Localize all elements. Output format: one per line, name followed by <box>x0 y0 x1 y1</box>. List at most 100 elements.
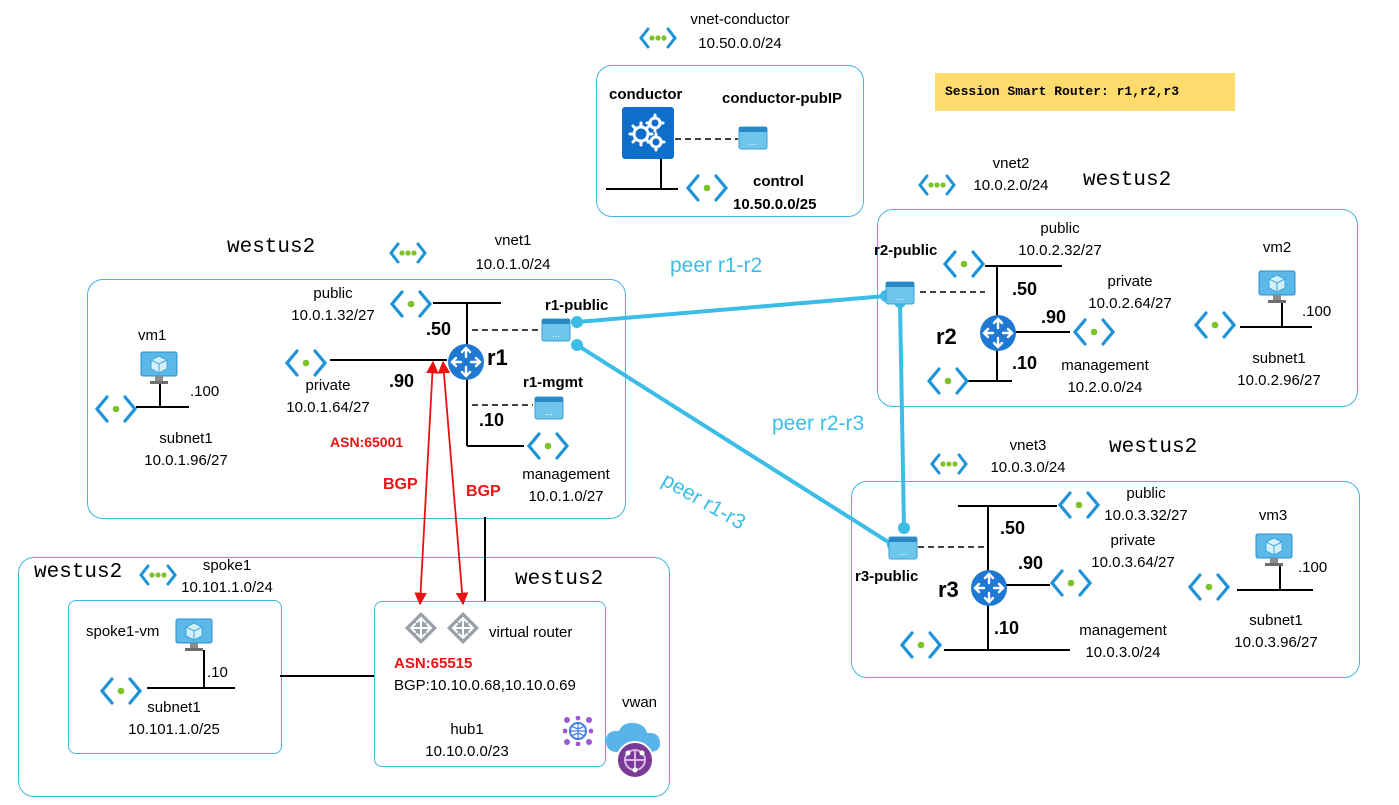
subnet-icon <box>685 173 729 208</box>
spoke1-vm-icon <box>175 618 213 657</box>
r2-mgmt-ip: .10 <box>1012 353 1038 373</box>
vm1-icon <box>140 351 178 390</box>
r3-public-cidr: 10.0.3.32/27 <box>1104 507 1188 524</box>
control-subnet-name: control <box>753 173 804 190</box>
r1-mgmt-cidr: 10.0.1.0/27 <box>528 488 604 505</box>
spoke1-frame <box>68 600 282 754</box>
conductor-vnet-cidr: 10.50.0.0/24 <box>698 35 782 52</box>
virtual-router-label: virtual router <box>489 624 573 641</box>
vnet-icon <box>639 26 677 55</box>
region3-title: westus2 <box>1109 436 1198 459</box>
spoke-subnet1-cidr: 10.101.1.0/25 <box>128 721 220 738</box>
r3-private-ip: .90 <box>1018 553 1044 573</box>
vnet3-cidr: 10.0.3.0/24 <box>990 459 1066 476</box>
vnet-icon <box>389 241 427 270</box>
vm3-label: vm3 <box>1258 507 1288 524</box>
vnet1-name: vnet1 <box>494 232 532 249</box>
conductor-vnet-name: vnet-conductor <box>690 11 790 28</box>
nic-icon: ... <box>738 126 768 155</box>
peer-dot <box>571 316 583 328</box>
hub-region-title: westus2 <box>515 568 604 591</box>
r1-public-ip: .50 <box>426 319 452 339</box>
subnet-icon <box>94 394 138 429</box>
session-smart-router-banner: Session Smart Router: r1,r2,r3 <box>935 73 1235 111</box>
subnet-icon <box>1193 310 1237 345</box>
r2-private-name: private <box>1107 273 1153 290</box>
virtual-router-icon <box>404 611 438 650</box>
peer-r1-r3-line <box>575 343 895 547</box>
spoke-region-title: westus2 <box>34 561 123 584</box>
peer-r2-r3-label: peer r2-r3 <box>772 412 865 435</box>
hub-asn: ASN:65515 <box>394 655 473 672</box>
r3-mgmt-cidr: 10.0.3.0/24 <box>1085 644 1161 661</box>
r2-public-ip: .50 <box>1012 279 1038 299</box>
spoke1-vm-ip: .10 <box>207 664 228 681</box>
r1-mgmt-nic-label: r1-mgmt <box>523 374 584 391</box>
peer-r1-r2-line <box>576 294 887 324</box>
r1-router-label: r1 <box>487 345 508 370</box>
r1-public-name: public <box>313 285 353 302</box>
r2-public-nic-label: r2-public <box>874 242 938 259</box>
bgp-arrow-left <box>414 360 439 606</box>
region2-title: westus2 <box>1083 169 1172 192</box>
subnet-icon <box>926 366 970 401</box>
svg-text:...: ... <box>552 329 560 339</box>
conductor-vm-label: conductor <box>609 86 683 103</box>
subnet-icon <box>899 630 943 665</box>
svg-text:...: ... <box>749 137 757 147</box>
r1-router-icon <box>447 343 485 386</box>
r2-router-label: r2 <box>936 324 957 349</box>
vnet3-name: vnet3 <box>1009 437 1047 454</box>
bgp-label-left: BGP <box>383 476 418 493</box>
peer-r2-r3-line <box>898 301 906 529</box>
r3-public-name: public <box>1126 485 1166 502</box>
r2-mgmt-name: management <box>1061 357 1149 374</box>
hub-bgp-peers: BGP:10.10.0.68,10.10.0.69 <box>394 677 576 694</box>
nic-icon: ... <box>888 536 918 565</box>
subnet-icon <box>942 249 986 284</box>
r1-private-name: private <box>305 377 351 394</box>
r3-public-nic-label: r3-public <box>855 568 919 585</box>
subnet-icon <box>526 431 570 466</box>
vnet3-frame <box>851 481 1360 678</box>
r3-subnet1-name: subnet1 <box>1249 612 1303 629</box>
vm1-label: vm1 <box>138 327 167 344</box>
r3-mgmt-name: management <box>1079 622 1167 639</box>
r3-router-label: r3 <box>938 577 959 602</box>
vm2-label: vm2 <box>1262 239 1292 256</box>
r2-router-icon <box>979 314 1017 357</box>
nic-icon: ... <box>885 281 915 310</box>
vwan-label: vwan <box>622 694 658 711</box>
vnet2-cidr: 10.0.2.0/24 <box>973 177 1049 194</box>
hub1-name: hub1 <box>450 721 484 738</box>
r1-mgmt-name: management <box>522 466 610 483</box>
control-subnet-cidr: 10.50.0.0/25 <box>733 196 817 213</box>
r1-subnet1-cidr: 10.0.1.96/27 <box>144 452 228 469</box>
region1-title: westus2 <box>227 236 316 259</box>
vm2-ip: .100 <box>1302 303 1332 320</box>
spoke-subnet1-name: subnet1 <box>147 699 201 716</box>
subnet-icon <box>1187 572 1231 607</box>
r1-mgmt-ip: .10 <box>479 410 505 430</box>
vnet-icon <box>918 173 956 202</box>
r1-public-cidr: 10.0.1.32/27 <box>291 307 375 324</box>
vm3-ip: .100 <box>1298 559 1328 576</box>
svg-text:...: ... <box>545 407 553 417</box>
r2-subnet1-name: subnet1 <box>1252 350 1306 367</box>
nic-icon: ... <box>541 318 571 347</box>
virtual-router-icon <box>446 611 480 650</box>
spoke1-vm-label: spoke1-vm <box>86 623 160 640</box>
svg-text:...: ... <box>896 292 904 302</box>
r2-private-ip: .90 <box>1041 307 1067 327</box>
vnet-icon <box>930 452 968 481</box>
r2-public-name: public <box>1040 220 1080 237</box>
r2-mgmt-cidr: 10.2.0.0/24 <box>1067 379 1143 396</box>
peer-r1-r2-label: peer r1-r2 <box>670 254 763 277</box>
hub-network-icon <box>562 715 594 751</box>
vnet-icon <box>139 563 177 592</box>
peer-dot <box>898 522 910 534</box>
vm3-icon <box>1255 533 1293 572</box>
r3-subnet1-cidr: 10.0.3.96/27 <box>1234 634 1318 651</box>
r3-private-cidr: 10.0.3.64/27 <box>1091 554 1175 571</box>
r3-mgmt-ip: .10 <box>994 618 1020 638</box>
